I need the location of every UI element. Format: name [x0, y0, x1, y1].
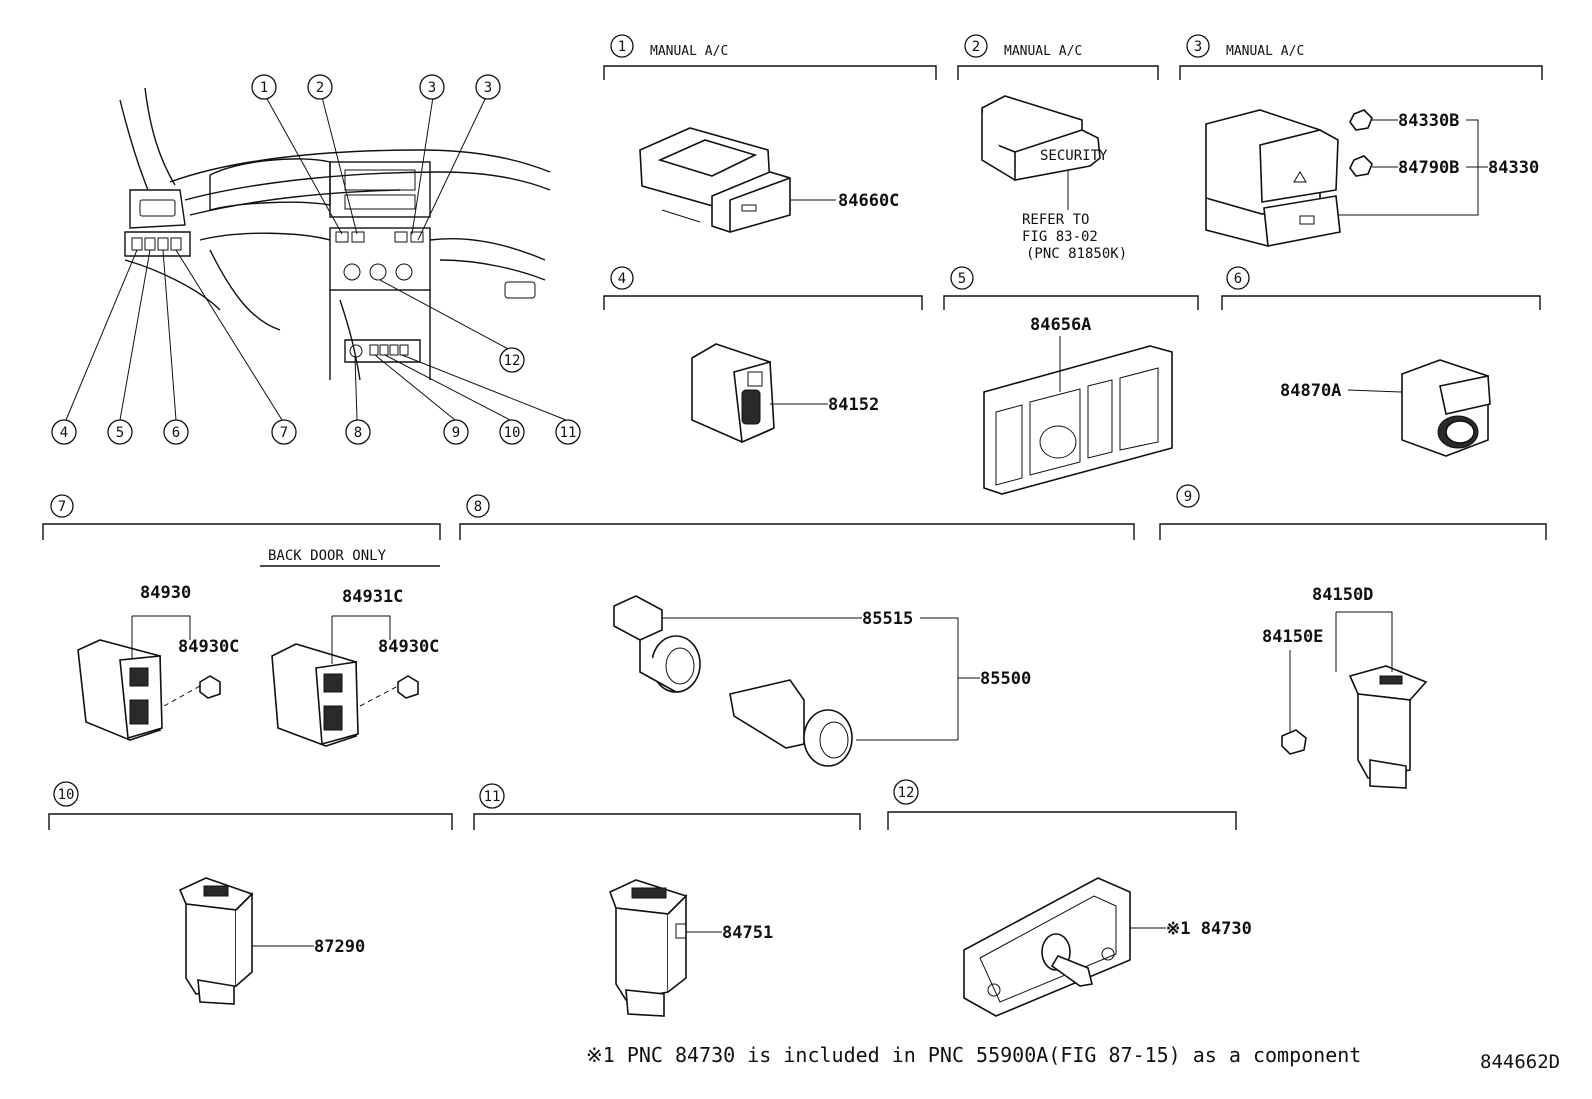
- dashboard-overview: [65, 87, 567, 421]
- svg-text:7: 7: [58, 499, 66, 515]
- callout-circle: 5: [107, 419, 133, 445]
- svg-text:11: 11: [484, 789, 501, 805]
- svg-text:2: 2: [972, 39, 980, 55]
- label-84330: 84330: [1488, 158, 1539, 178]
- part-85500-lighter: 85515 85500: [613, 595, 1031, 767]
- part-84330-hazard-switch: 84330B 84790B 84330: [1205, 109, 1539, 247]
- callout-circle: 2: [307, 74, 333, 100]
- label-84790B: 84790B: [1398, 158, 1459, 178]
- label-84730: ※1 84730: [1166, 919, 1252, 939]
- security-text: SECURITY: [1040, 148, 1108, 164]
- callout-circle: 6: [163, 419, 189, 445]
- svg-text:9: 9: [1184, 489, 1192, 505]
- refer-line-3: (PNC 81850K): [1026, 246, 1127, 262]
- section-12-header: 12: [887, 779, 1237, 830]
- svg-text:1: 1: [618, 39, 626, 55]
- part-84152-dimmer: 84152: [691, 343, 879, 444]
- svg-text:6: 6: [1234, 271, 1242, 287]
- dashboard-callouts: 1 2 3 3 4 5 6 7 8 9 10 11 12: [51, 74, 581, 445]
- section-4-header: 4: [603, 266, 923, 310]
- refer-line-2: FIG 83-02: [1022, 229, 1098, 245]
- svg-text:4: 4: [618, 271, 626, 287]
- svg-text:3: 3: [1194, 39, 1202, 55]
- label-84931C: 84931C: [342, 587, 403, 607]
- callout-circle: 4: [51, 419, 77, 445]
- section-7-header: 7 BACK DOOR ONLY: [42, 494, 441, 567]
- section-headers: 1 MANUAL A/C 2 MANUAL A/C 3 MANUAL A/C 4…: [42, 34, 1547, 830]
- label-84930: 84930: [140, 583, 191, 603]
- label-84330B: 84330B: [1398, 111, 1459, 131]
- part-87290-switch: 87290: [178, 877, 365, 1005]
- svg-text:8: 8: [474, 499, 482, 515]
- label-84152: 84152: [828, 395, 879, 415]
- svg-text:12: 12: [898, 785, 915, 801]
- label-87290: 87290: [314, 937, 365, 957]
- svg-text:3: 3: [428, 80, 436, 96]
- svg-text:4: 4: [60, 425, 68, 441]
- refer-line-1: REFER TO: [1022, 212, 1089, 228]
- callout-circle: 8: [345, 419, 371, 445]
- part-84660C-ac-switch: 84660C: [639, 127, 899, 233]
- part-84931C-switch: 84931C 84930C: [271, 587, 439, 747]
- section-8-header: 8: [459, 494, 1135, 540]
- callout-circle: 10: [499, 419, 525, 445]
- diagram-id: 844662D: [1480, 1051, 1560, 1073]
- svg-text:2: 2: [316, 80, 324, 96]
- callout-circle: 9: [443, 419, 469, 445]
- section-2-header: 2 MANUAL A/C: [957, 34, 1159, 80]
- label-84930C-a: 84930C: [178, 637, 239, 657]
- section-1-header: 1 MANUAL A/C: [603, 34, 937, 80]
- back-door-only-caption: BACK DOOR ONLY: [268, 548, 387, 564]
- svg-text:9: 9: [452, 425, 460, 441]
- part-84150D-switch: 84150D 84150E: [1262, 585, 1428, 789]
- svg-text:MANUAL A/C: MANUAL A/C: [1226, 44, 1304, 59]
- svg-text:10: 10: [504, 425, 521, 441]
- svg-text:8: 8: [354, 425, 362, 441]
- svg-text:11: 11: [560, 425, 577, 441]
- label-85515: 85515: [862, 609, 913, 629]
- label-84870A: 84870A: [1280, 381, 1341, 401]
- svg-text:5: 5: [958, 271, 966, 287]
- section-9-header: 9: [1159, 484, 1547, 540]
- svg-text:12: 12: [504, 353, 521, 369]
- section-6-header: 6: [1221, 266, 1541, 310]
- label-84660C: 84660C: [838, 191, 899, 211]
- label-84150E: 84150E: [1262, 627, 1323, 647]
- part-84730-switch: ※1 84730: [963, 877, 1252, 1017]
- svg-text:7: 7: [280, 425, 288, 441]
- section-3-header: 3 MANUAL A/C: [1179, 34, 1543, 80]
- label-85500: 85500: [980, 669, 1031, 689]
- svg-text:3: 3: [484, 80, 492, 96]
- section-11-header: 11: [473, 783, 861, 830]
- svg-text:1: 1: [260, 80, 268, 96]
- section-5-header: 5: [943, 266, 1199, 310]
- svg-text:5: 5: [116, 425, 124, 441]
- callout-circle: 11: [555, 419, 581, 445]
- label-84930C-b: 84930C: [378, 637, 439, 657]
- section-10-header: 10: [48, 781, 453, 830]
- label-84150D: 84150D: [1312, 585, 1373, 605]
- svg-text:MANUAL A/C: MANUAL A/C: [1004, 44, 1082, 59]
- part-security-indicator: SECURITY REFER TO FIG 83-02 (PNC 81850K): [981, 95, 1127, 262]
- svg-text:MANUAL A/C: MANUAL A/C: [650, 44, 728, 59]
- svg-text:10: 10: [58, 787, 75, 803]
- label-84751: 84751: [722, 923, 773, 943]
- svg-text:6: 6: [172, 425, 180, 441]
- label-84656A: 84656A: [1030, 315, 1091, 335]
- part-84656A-bezel: 84656A: [983, 315, 1173, 495]
- footnote: ※1 PNC 84730 is included in PNC 55900A(F…: [586, 1043, 1361, 1067]
- callout-circle: 1: [251, 74, 277, 100]
- part-84870A-mirror-switch: 84870A: [1280, 359, 1491, 457]
- callout-circle: 3: [475, 74, 501, 100]
- callout-circle: 3: [419, 74, 445, 100]
- callout-circle: 12: [499, 347, 525, 373]
- part-84751-switch: 84751: [608, 879, 773, 1017]
- part-84930-switch: 84930 84930C: [77, 583, 239, 741]
- callout-circle: 7: [271, 419, 297, 445]
